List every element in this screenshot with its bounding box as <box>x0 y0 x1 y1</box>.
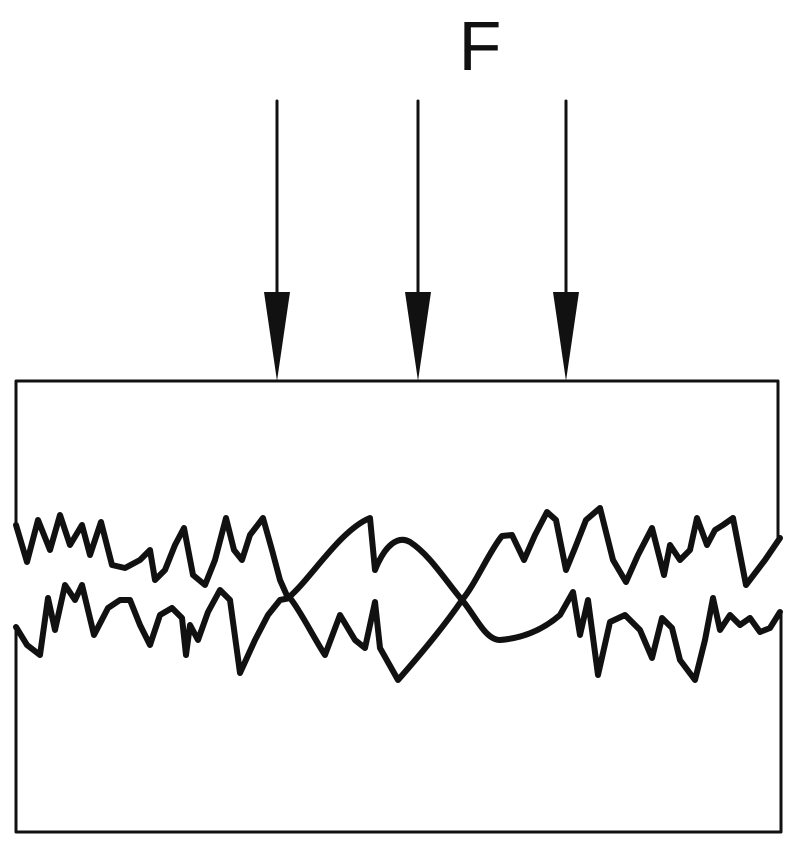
upper-body-outline <box>14 379 780 542</box>
force-arrow-right <box>553 99 579 381</box>
force-arrow-center-head <box>405 292 431 381</box>
force-label: F <box>459 7 502 85</box>
lower-body-outline <box>14 610 783 834</box>
force-arrow-left <box>264 99 290 381</box>
force-arrow-right-head <box>553 292 579 381</box>
lower-rough-surface <box>13 582 783 683</box>
force-arrow-center <box>405 99 431 381</box>
upper-rough-surface <box>13 505 783 603</box>
force-arrow-left-head <box>264 292 290 381</box>
